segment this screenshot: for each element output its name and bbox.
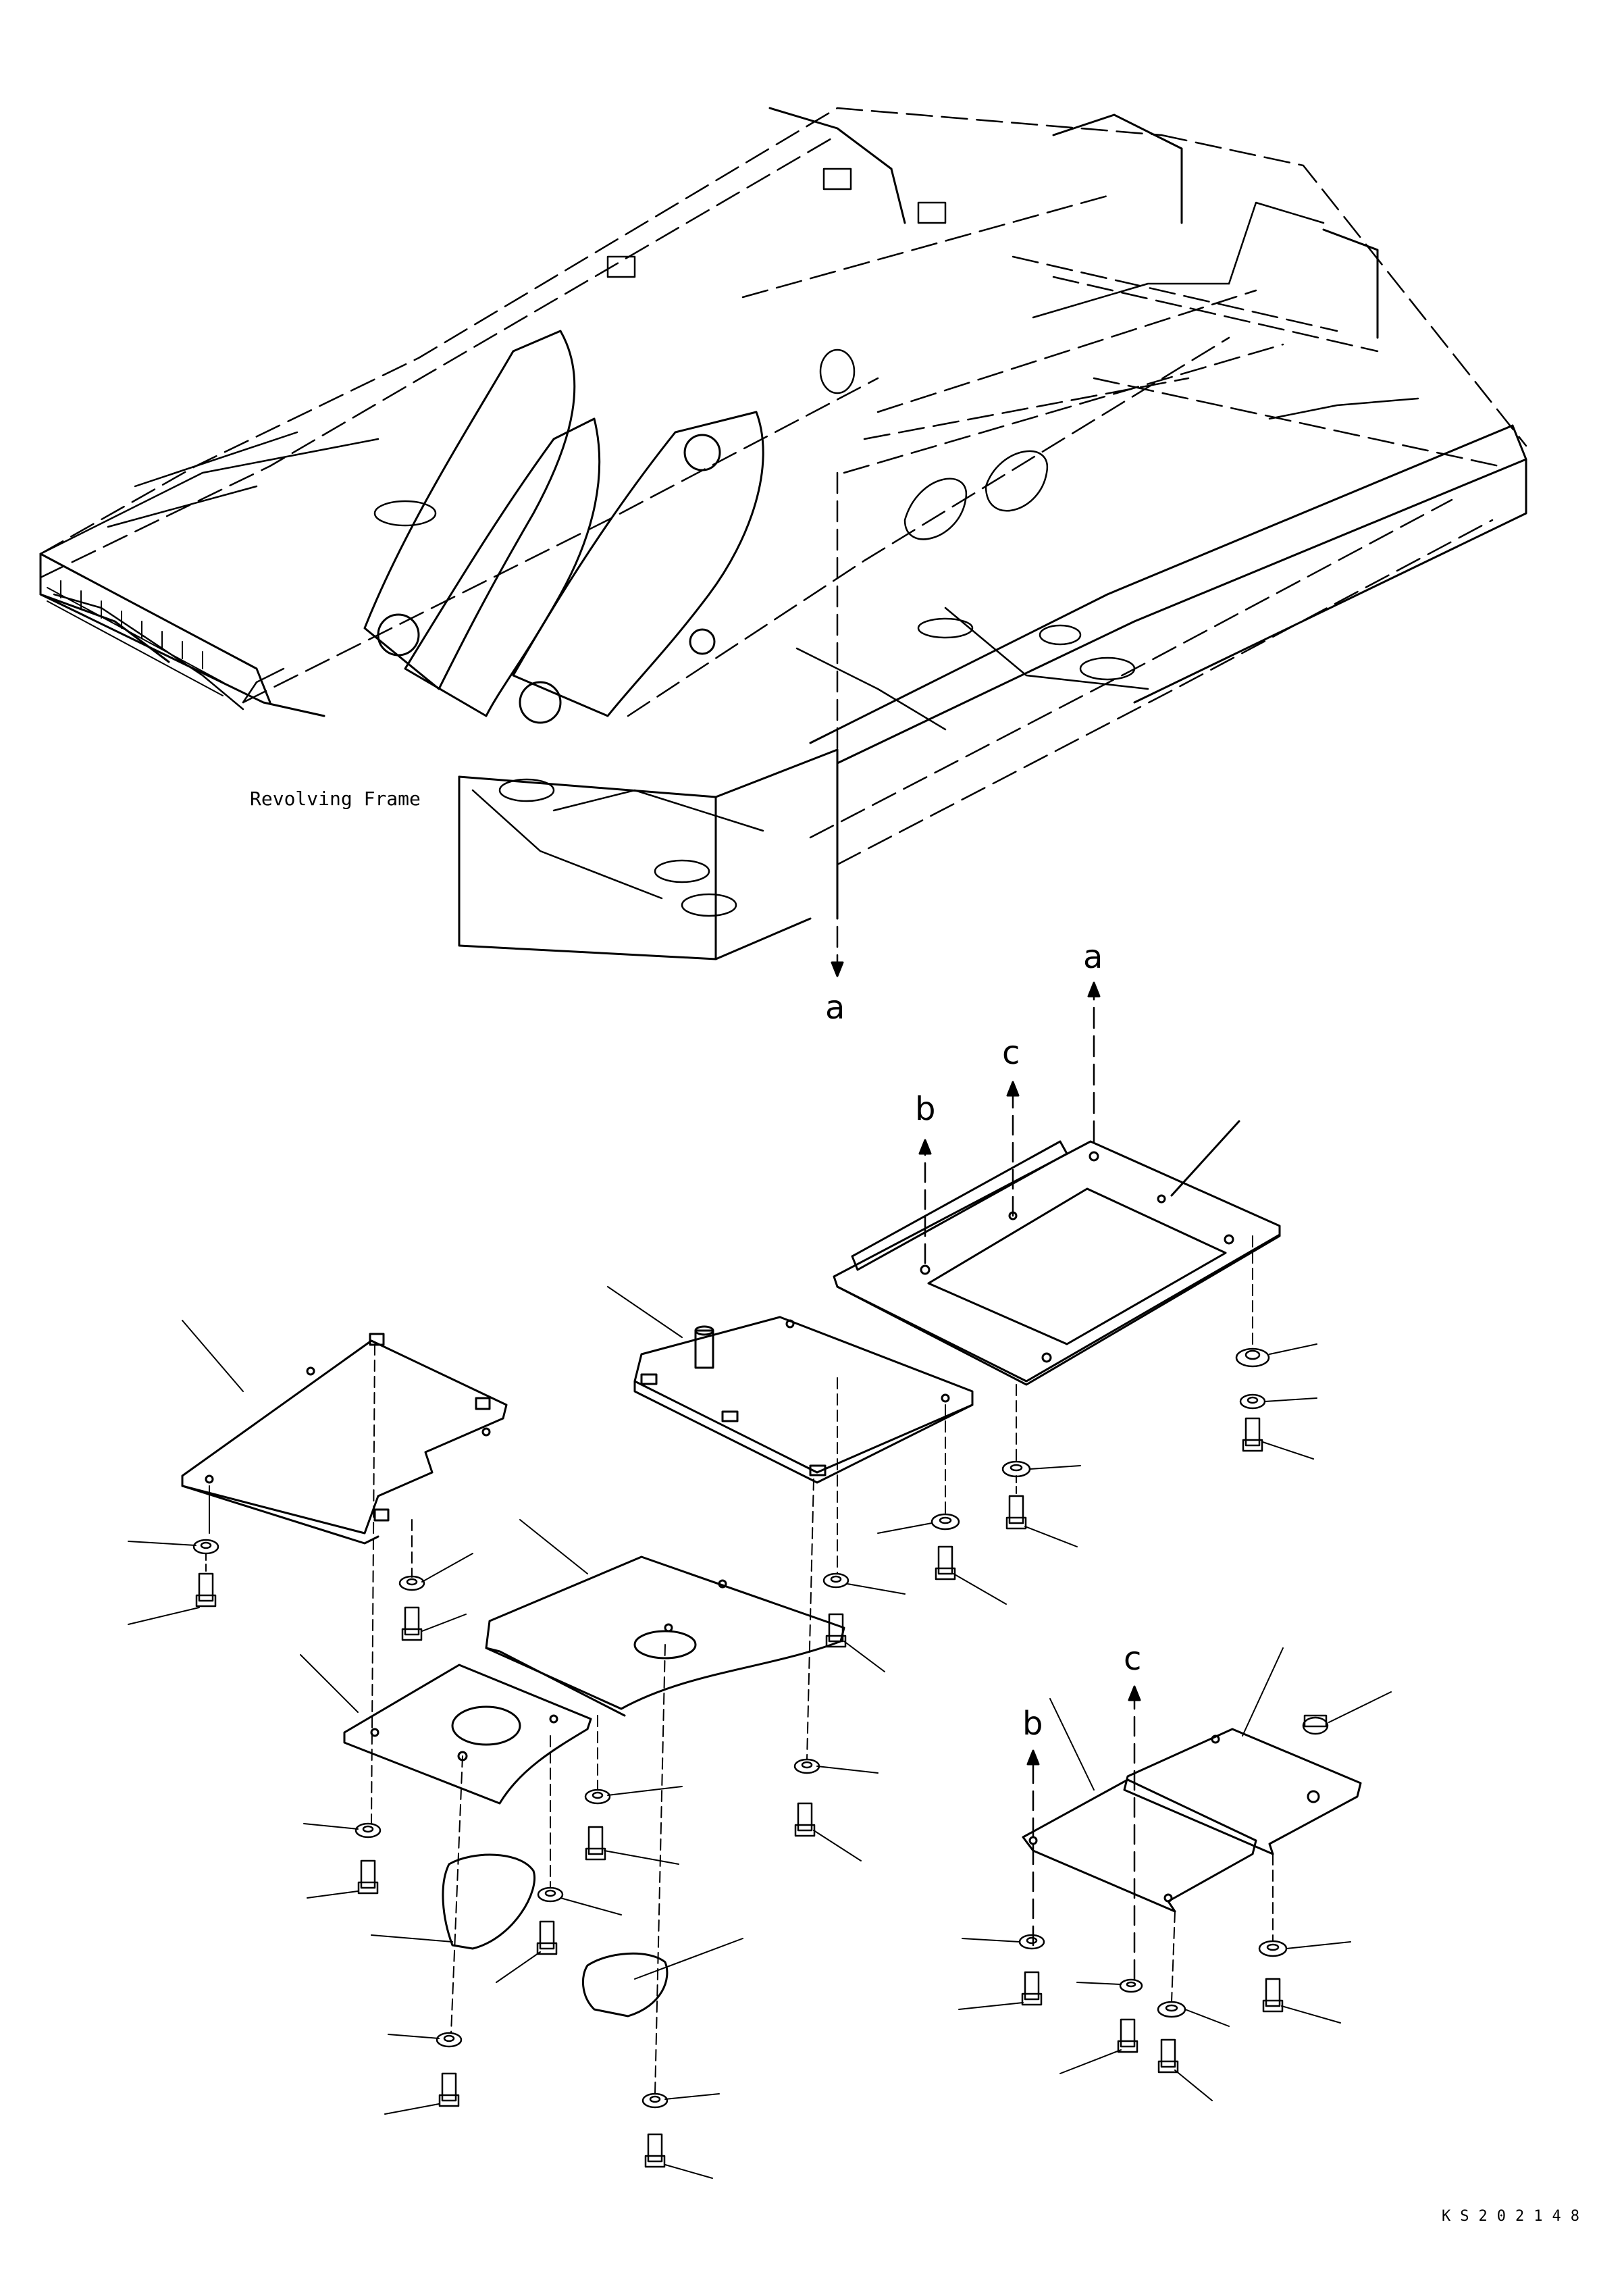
washer: [1157, 2001, 1230, 2027]
callout-a-plate: a: [1083, 938, 1103, 1143]
washer: [822, 1572, 906, 1595]
bolt: [401, 1606, 467, 1641]
spacer-plate: [833, 1120, 1281, 1386]
frame-caption: Revolving Frame: [250, 788, 421, 810]
bolt: [958, 1971, 1043, 2010]
plate-lower-right-c: [1123, 1647, 1362, 1855]
callout-c-plate: c: [1002, 1034, 1020, 1217]
callout-b-plate-label: b: [915, 1090, 935, 1128]
callout-b-plate: b: [915, 1090, 935, 1264]
frame-rails: [39, 107, 1527, 960]
washer: [877, 1513, 960, 1534]
frame-details: [39, 168, 1419, 917]
bolt: [1262, 1978, 1341, 2024]
callout-c-lower: c: [1124, 1640, 1141, 1980]
washer: [962, 1934, 1045, 1950]
bolt: [644, 2133, 713, 2179]
drawing-code: KS202148: [1442, 2208, 1589, 2225]
cover-center-large: [485, 1519, 845, 1717]
washer: [303, 1822, 382, 1838]
washer: [1001, 1460, 1081, 1478]
washer: [537, 1886, 622, 1915]
cover-center-lower: [300, 1654, 592, 1805]
disc-cover-right: [581, 1938, 743, 2017]
washer: [1235, 1343, 1317, 1368]
bolt: [935, 1545, 1007, 1605]
washer: [128, 1539, 219, 1555]
callout-a-top-label: a: [825, 989, 845, 1027]
bolt: [128, 1572, 217, 1625]
callout-a-plate-label: a: [1083, 938, 1103, 976]
step-tread: [47, 580, 224, 696]
callout-c-plate-label: c: [1002, 1034, 1020, 1072]
assembly-leaders: [371, 1235, 1274, 2094]
bolt: [1059, 2018, 1138, 2074]
bolt: [825, 1613, 885, 1672]
washer: [793, 1758, 879, 1774]
washer: [1076, 1978, 1143, 1993]
washer: [1239, 1393, 1317, 1410]
callout-b-lower: b: [1022, 1705, 1043, 1947]
washer: [584, 1786, 683, 1805]
bolt: [585, 1826, 679, 1865]
fasteners: [128, 1343, 1392, 2179]
boom-bracket: [363, 330, 764, 724]
bolt: [496, 1920, 558, 1983]
bolt: [1242, 1417, 1314, 1460]
cover-upper-left: [181, 1320, 508, 1545]
bolt: [1157, 2038, 1213, 2101]
washer: [398, 1553, 473, 1591]
disc-cover-left: [371, 1853, 535, 1950]
frame-dashed-outline: [39, 107, 1527, 866]
cover-center-top: [607, 1286, 974, 1484]
callout-a-top: a: [825, 471, 845, 1027]
callout-c-lower-label: c: [1124, 1640, 1141, 1678]
washer: [641, 2092, 720, 2109]
washer: [388, 2032, 463, 2048]
bolt: [384, 2072, 460, 2115]
bolt: [794, 1802, 862, 1861]
revolving-frame: Revolving Frame: [39, 107, 1527, 960]
bolt: [307, 1859, 379, 1899]
callout-b-lower-label: b: [1022, 1705, 1043, 1743]
plate-lower-right-b: [1022, 1698, 1257, 1913]
cap-nut: [1302, 1691, 1392, 1735]
bolt: [1005, 1495, 1078, 1547]
washer: [1258, 1940, 1351, 1957]
